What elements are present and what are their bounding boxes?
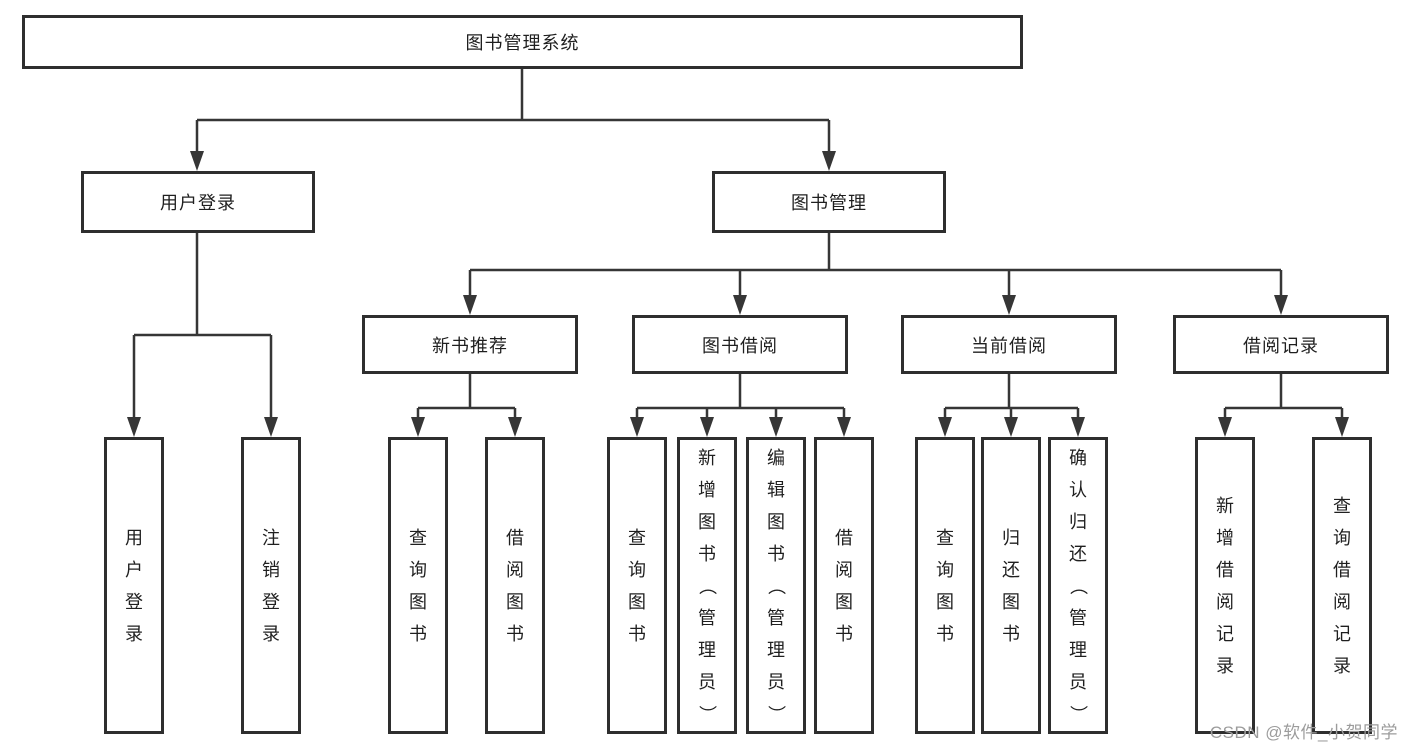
arrow-down-icon xyxy=(822,151,836,171)
connector-book-management-children xyxy=(468,233,1283,301)
node-user-login: 用户登录 xyxy=(81,171,315,233)
connector-user-login-children xyxy=(132,233,273,423)
connector-root-to-level2 xyxy=(195,69,831,157)
arrow-down-icon xyxy=(837,417,851,437)
arrow-down-icon xyxy=(733,295,747,315)
leaf-label: 查询图书 xyxy=(628,527,646,644)
node-borrow-records: 借阅记录 xyxy=(1173,315,1389,374)
leaf-query-borrow-record: 查询借阅记录 xyxy=(1312,437,1372,734)
leaf-query-books-current: 查询图书 xyxy=(915,437,975,734)
leaf-return-books: 归还图书 xyxy=(981,437,1041,734)
node-book-management: 图书管理 xyxy=(712,171,946,233)
leaf-label: 查询图书 xyxy=(936,527,954,644)
arrow-down-icon xyxy=(463,295,477,315)
leaf-label: 借阅图书 xyxy=(835,527,853,644)
arrow-down-icons xyxy=(127,151,1349,437)
arrow-down-icon xyxy=(508,417,522,437)
leaf-label: 查询借阅记录 xyxy=(1333,495,1351,676)
arrow-down-icon xyxy=(1004,417,1018,437)
leaf-label: 注销登录 xyxy=(262,527,280,644)
leaf-add-book-admin: 新增图书（管理员） xyxy=(677,437,737,734)
leaf-label: 借阅图书 xyxy=(506,527,524,644)
leaf-label: 用户登录 xyxy=(125,527,143,644)
leaf-query-books-borrow: 查询图书 xyxy=(607,437,667,734)
arrow-down-icon xyxy=(1218,417,1232,437)
arrow-down-icon xyxy=(264,417,278,437)
arrow-down-icon xyxy=(630,417,644,437)
node-root-system: 图书管理系统 xyxy=(22,15,1023,69)
node-book-borrow: 图书借阅 xyxy=(632,315,848,374)
leaf-label: 查询图书 xyxy=(409,527,427,644)
arrow-down-icon xyxy=(127,417,141,437)
leaf-label: 新增借阅记录 xyxy=(1216,495,1234,676)
node-current-borrow: 当前借阅 xyxy=(901,315,1117,374)
csdn-watermark: CSDN @软件_小贺同学 xyxy=(1209,723,1398,742)
arrow-down-icon xyxy=(700,417,714,437)
leaf-logout: 注销登录 xyxy=(241,437,301,734)
leaf-edit-book-admin: 编辑图书（管理员） xyxy=(746,437,806,734)
arrow-down-icon xyxy=(1002,295,1016,315)
leaf-label: 归还图书 xyxy=(1002,527,1020,644)
connector-borrow-records-children xyxy=(1223,374,1344,423)
arrow-down-icon xyxy=(769,417,783,437)
arrow-down-icon xyxy=(411,417,425,437)
leaf-label: 编辑图书（管理员） xyxy=(766,447,786,723)
leaf-confirm-return-admin: 确认归还（管理员） xyxy=(1048,437,1108,734)
connector-current-borrow-children xyxy=(943,374,1080,423)
leaf-query-books-recommend: 查询图书 xyxy=(388,437,448,734)
leaf-borrow-books-recommend: 借阅图书 xyxy=(485,437,545,734)
leaf-borrow-books: 借阅图书 xyxy=(814,437,874,734)
leaf-user-login: 用户登录 xyxy=(104,437,164,734)
arrow-down-icon xyxy=(1071,417,1085,437)
arrow-down-icon xyxy=(1274,295,1288,315)
arrow-down-icon xyxy=(1335,417,1349,437)
leaf-add-borrow-record: 新增借阅记录 xyxy=(1195,437,1255,734)
arrow-down-icon xyxy=(938,417,952,437)
arrow-down-icon xyxy=(190,151,204,171)
node-new-book-recommend: 新书推荐 xyxy=(362,315,578,374)
leaf-label: 确认归还（管理员） xyxy=(1068,447,1088,723)
connector-new-book-recommend-children xyxy=(416,374,517,423)
leaf-label: 新增图书（管理员） xyxy=(697,447,717,723)
connector-book-borrow-children xyxy=(635,374,846,423)
